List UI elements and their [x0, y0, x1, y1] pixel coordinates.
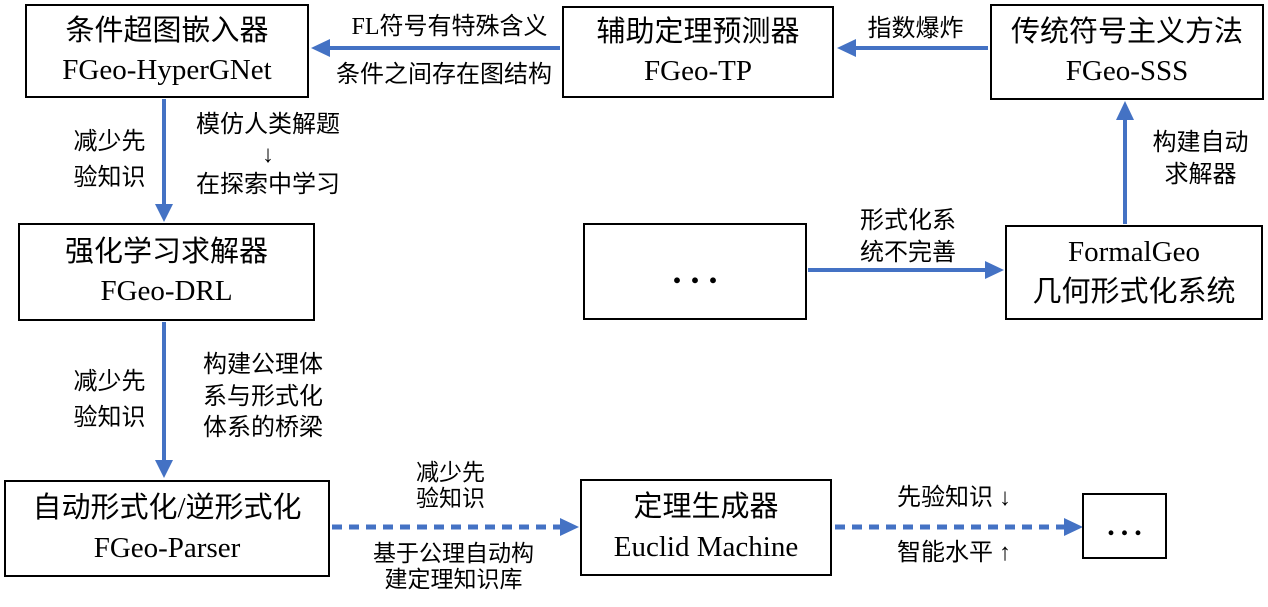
label-intelligence-up: 智能水平 ↑	[897, 540, 1011, 566]
box-fgeo-drl-title-cn: 强化学习求解器	[64, 235, 268, 268]
box-fgeo-sss: 传统符号主义方法 FGeo-SSS	[990, 4, 1264, 100]
box-fgeo-tp: 辅助定理预测器 FGeo-TP	[562, 6, 834, 98]
label-reduce-prior-knowledge-1: 减少先 验知识	[73, 129, 146, 191]
box-euclid-machine: 定理生成器 Euclid Machine	[580, 479, 832, 576]
label-graph-structure: 条件之间存在图结构	[336, 62, 552, 88]
box-fgeo-tp-title-cn: 辅助定理预测器	[596, 15, 800, 48]
label-prior-knowledge-down: 先验知识 ↓	[897, 485, 1011, 511]
box-fgeo-sss-title-en: FGeo-SSS	[1065, 55, 1189, 87]
label-formal-system-incomplete: 形式化系 统不完善	[860, 208, 956, 266]
box-fgeo-sss-title-cn: 传统符号主义方法	[1010, 15, 1243, 48]
box-fgeo-parser-title-en: FGeo-Parser	[93, 531, 241, 564]
label-fl-semantics: FL符号有特殊含义	[351, 14, 548, 40]
label-reduce-prior-knowledge-3: 减少先 验知识	[416, 460, 485, 512]
mid-ellipsis-dots: ...	[672, 250, 727, 291]
box-fgeo-hypergnet: 条件超图嵌入器 FGeo-HyperGNet	[25, 4, 309, 98]
label-theorem-knowledge-base: 基于公理自动构 建定理知识库	[373, 541, 534, 593]
label-reduce-prior-knowledge-2: 减少先 验知识	[73, 369, 146, 431]
arrow-parser-to-euclid	[332, 518, 579, 536]
arrow-euclid-to-end	[835, 518, 1083, 536]
arrow-formalgeo-to-sss	[1116, 101, 1134, 224]
box-fgeo-drl-title-en: FGeo-DRL	[100, 275, 233, 307]
label-imitate-human-learn: 模仿人类解题 ↓ 在探索中学习	[196, 112, 340, 198]
box-fgeo-drl: 强化学习求解器 FGeo-DRL	[18, 223, 315, 321]
box-euclid-title-en: Euclid Machine	[613, 530, 799, 563]
box-fgeo-hypergnet-title-cn: 条件超图嵌入器	[65, 14, 269, 47]
box-formalgeo-title-cn: 几何形式化系统	[1032, 275, 1236, 308]
box-fgeo-parser-title-cn: 自动形式化/逆形式化	[32, 492, 302, 525]
box-formalgeo-title-en: FormalGeo	[1067, 236, 1201, 269]
end-ellipsis-dots: ...	[1107, 509, 1148, 542]
box-fgeo-hypergnet-title-en: FGeo-HyperGNet	[62, 54, 272, 86]
box-fgeo-tp-title-en: FGeo-TP	[644, 55, 752, 87]
box-end-ellipsis: ...	[1082, 493, 1167, 559]
box-formalgeo: FormalGeo 几何形式化系统	[1005, 225, 1263, 320]
label-axiom-formal-bridge: 构建公理体 系与形式化 体系的桥梁	[203, 352, 323, 442]
box-euclid-title-cn: 定理生成器	[633, 491, 779, 524]
box-fgeo-parser: 自动形式化/逆形式化 FGeo-Parser	[4, 480, 330, 577]
label-exponential-explosion: 指数爆炸	[867, 16, 964, 42]
label-build-auto-solver: 构建自动 求解器	[1152, 130, 1249, 188]
box-mid-ellipsis: ...	[583, 223, 807, 320]
